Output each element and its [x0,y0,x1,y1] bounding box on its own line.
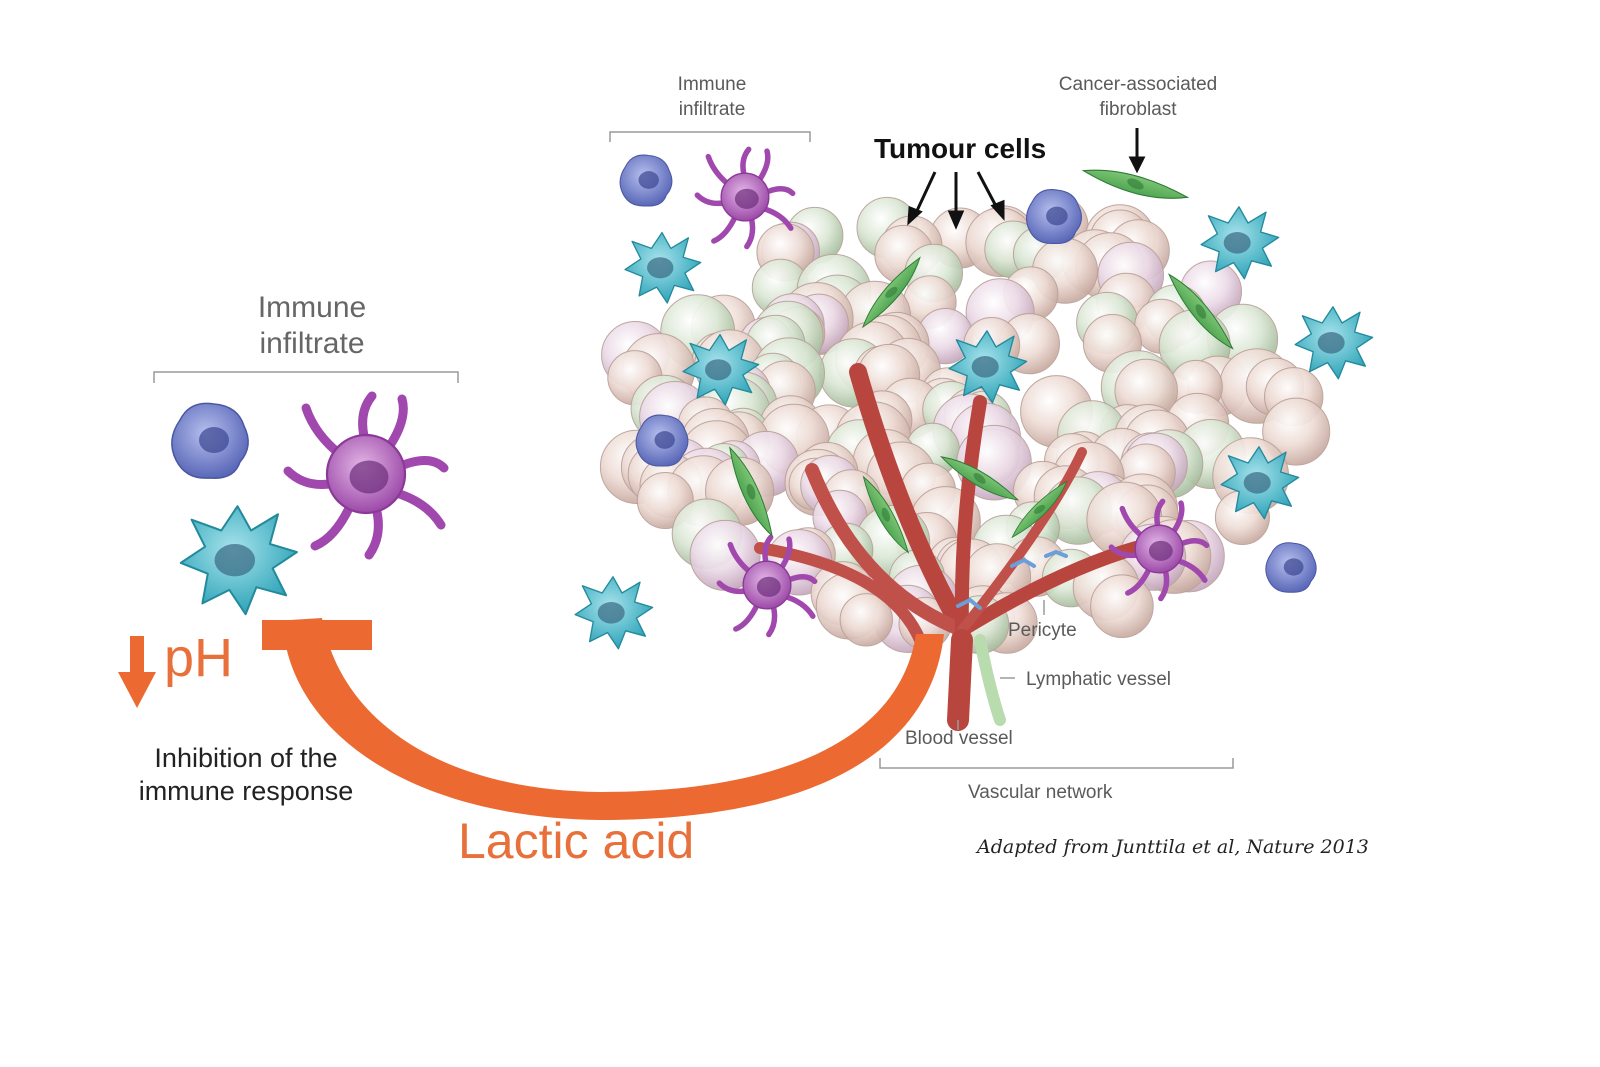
left-blue-immune-cell [171,402,249,479]
left-immune-infiltrate-title: Immune infiltrate [258,290,366,362]
label-line-1: Inhibition of the [154,743,338,773]
lactic-acid-label: Lactic acid [458,813,695,869]
top-immune-bracket [609,131,811,142]
vascular-network-label: Vascular network [968,782,1113,803]
blood-vessel-label: Blood vessel [905,728,1013,749]
tumour-cell [1262,397,1331,466]
blue-immune-cell [1025,189,1083,245]
blue-immune-cell [1265,542,1317,593]
arrowhead [1128,156,1146,174]
teal-immune-cell [574,576,654,650]
citation: Adapted from Junttila et al, Nature 2013 [977,836,1369,858]
label-line-1: Immune [677,74,747,95]
ph-down-arrow-icon [118,636,156,708]
pericytes [956,549,1068,610]
tumour-cell [839,593,893,647]
tumour-cells-label: Tumour cells [874,133,1047,164]
title-line-2: infiltrate [259,327,365,360]
lymphatic-vessel-label: Lymphatic vessel [1026,669,1172,690]
teal-immune-cell [1294,306,1374,380]
pericyte-label: Pericyte [1008,620,1077,641]
label-line-2: immune response [138,776,354,806]
top-immune-infiltrate-label: Immune infiltrate [678,72,747,122]
vascular-leaders [879,600,1234,769]
arrow [913,171,937,216]
tumour-cell [1090,574,1154,639]
left-immune-panel [153,371,459,616]
immune-inhibition-label: Inhibition of the immune response [139,742,354,808]
label-line-2: fibroblast [1099,99,1177,120]
lymphatic-vessel [974,634,1006,726]
blood-vessel-branch [805,463,969,637]
arrowhead [907,205,923,226]
arrowhead [990,199,1005,221]
lactic-acid-arrow-head [262,620,372,650]
left-bracket [153,371,459,383]
lactic-acid-flow-arrow [262,618,944,820]
teal-immune-cell [624,231,702,304]
blood-vessel-trunk [947,629,973,731]
blood-vessel-branch [957,447,1087,635]
lactic-acid-arrow-band [284,618,944,820]
label-line-2: infiltrate [678,99,746,120]
ph-label: pH [164,628,234,688]
vascular-network-bracket [879,758,1234,769]
blood-vessel-branch [849,363,971,639]
label-line-1: Cancer-associated [1058,74,1218,95]
blue-immune-cell [619,154,673,207]
title-line-1: Immune [257,291,367,324]
arrow [976,171,1000,211]
blue-immune-cell [635,414,689,467]
tumour-cell-arrows [907,128,1146,230]
arrowhead [947,210,965,230]
left-purple-dendritic-cell [288,396,444,555]
cancer-associated-fibroblast-label: Cancer-associated fibroblast [1059,72,1217,122]
left-teal-immune-cell [179,505,298,616]
